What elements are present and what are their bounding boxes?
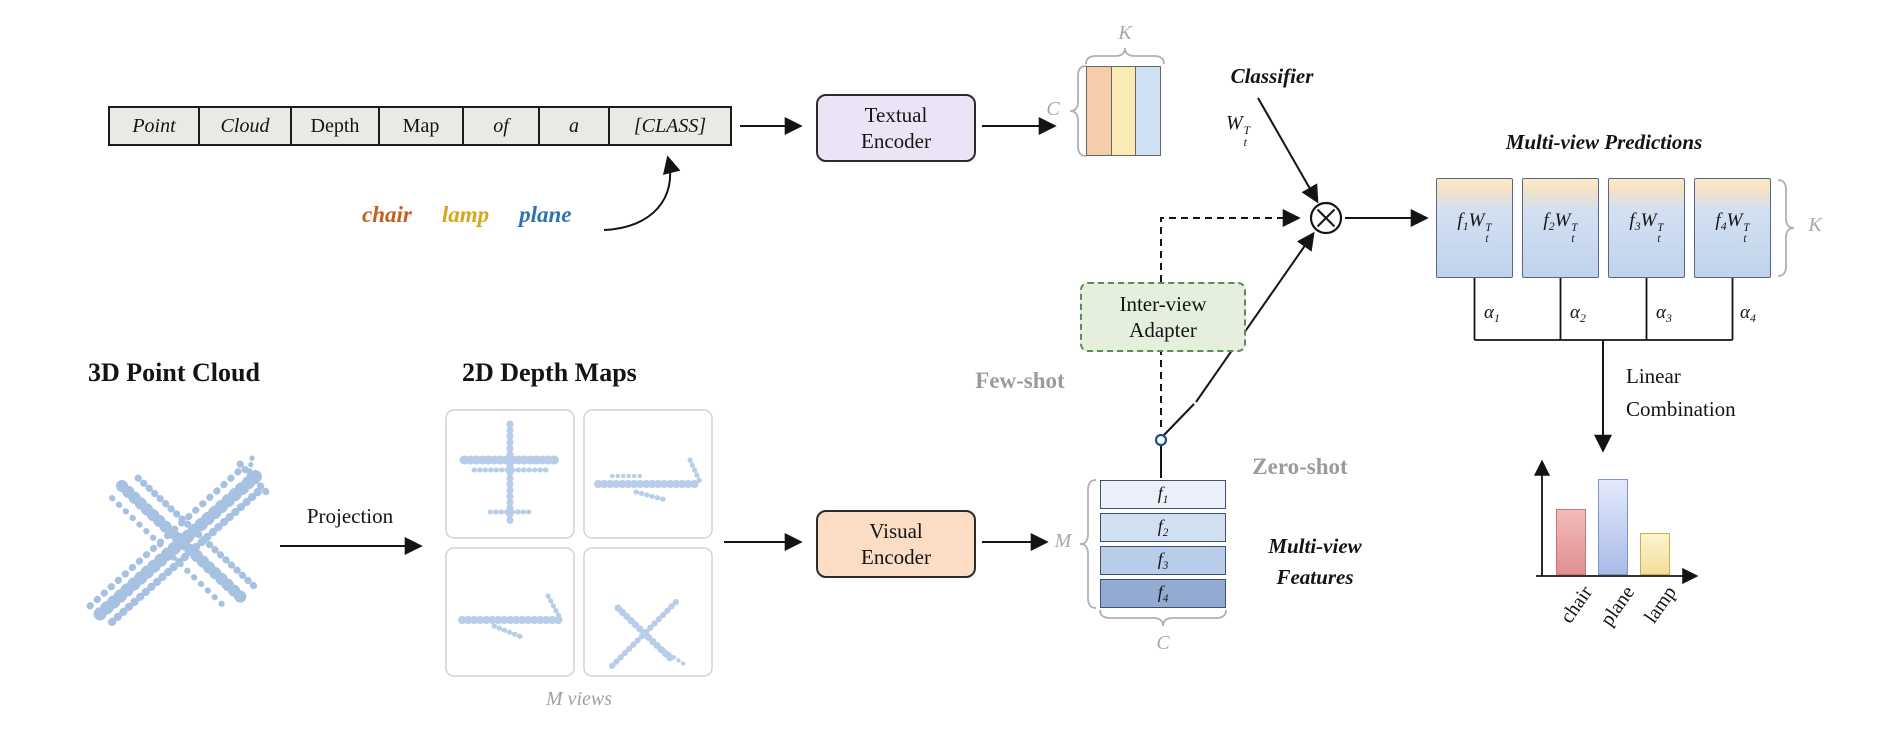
weight-bar-plane: [1135, 66, 1161, 156]
class-word-list: chair lamp plane: [362, 202, 572, 228]
class-word-chair: chair: [362, 202, 412, 227]
w-symbol: W: [1226, 112, 1243, 134]
feature-row-f1: f1: [1100, 480, 1226, 509]
textual-encoder-box: Textual Encoder: [816, 94, 976, 162]
alpha-1: α1: [1484, 302, 1500, 326]
alpha-3: α3: [1656, 302, 1672, 326]
weight-bar-lamp: [1110, 66, 1137, 156]
visual-encoder-label: Encoder: [861, 545, 931, 569]
point-cloud-image: [86, 455, 272, 626]
weight-bar-chair: [1086, 66, 1112, 156]
m-views-label: M views: [545, 688, 613, 710]
projection-label: Projection: [306, 504, 394, 528]
classifier-label: Classifier: [1230, 64, 1314, 88]
depth-map-tile-4: [583, 547, 713, 677]
prompt-template: Point Cloud Depth Map of a [CLASS]: [108, 106, 732, 146]
w-sup: T: [1243, 124, 1251, 138]
class-word-plane: plane: [519, 202, 572, 227]
classifier-weight-bars: [1086, 66, 1161, 156]
depth-map-tiles: [445, 409, 713, 677]
chart-bar-plane: [1598, 479, 1628, 575]
alpha-2: α2: [1570, 302, 1586, 326]
heading-3d-point-cloud: 3D Point Cloud: [88, 358, 260, 387]
alpha-4: α4: [1740, 302, 1756, 326]
prompt-cell: a: [538, 108, 608, 144]
dim-label-k: K: [1118, 22, 1132, 44]
prompt-cell: of: [462, 108, 538, 144]
few-shot-label: Few-shot: [975, 368, 1065, 393]
switch-icon: [1154, 403, 1195, 478]
alpha-bracket: [1473, 278, 1734, 341]
prompt-cell: Depth: [290, 108, 378, 144]
multi-view-predictions-title: Multi-view Predictions: [1505, 130, 1703, 154]
brace-k-right: [1777, 179, 1795, 277]
chart-bar-lamp: [1640, 533, 1670, 575]
dim-label-m: M: [1054, 530, 1072, 552]
few-shot-path: [1160, 209, 1301, 432]
matmul-otimes-icon: [1309, 201, 1343, 235]
textual-encoder-label: Encoder: [861, 129, 931, 153]
dim-label-c: C: [1046, 98, 1060, 120]
chart-bar-chair: [1556, 509, 1586, 575]
depth-map-tile-3: [445, 547, 575, 677]
heading-2d-depth-maps: 2D Depth Maps: [462, 358, 637, 387]
arrow-classifier-to-matmul: [1257, 97, 1319, 204]
adapter-label: Inter-view: [1119, 291, 1207, 316]
mini-chart-axes: [1533, 459, 1699, 585]
multi-view-feature-stack: f1 f2 f3 f4: [1100, 480, 1226, 612]
w-sub: t: [1243, 136, 1247, 150]
prompt-cell: Map: [378, 108, 462, 144]
prompt-cell-class: [CLASS]: [608, 108, 730, 144]
brace-c-bottom: [1099, 609, 1227, 627]
textual-encoder-label: Textual: [864, 102, 928, 127]
dim-label-k-right: K: [1808, 214, 1822, 236]
visual-encoder-box: Visual Encoder: [816, 510, 976, 578]
brace-c-left: [1069, 65, 1087, 157]
class-word-lamp: lamp: [441, 202, 490, 227]
arrow-class-to-prompt: [603, 155, 681, 231]
dim-label-c-bottom: C: [1156, 632, 1170, 654]
brace-k-top: [1085, 47, 1165, 65]
linear-combination-label: Linear Combination: [1626, 364, 1736, 421]
feature-row-f2: f2: [1100, 513, 1226, 542]
arrows: [280, 97, 1612, 555]
arrow-zero-shot-to-matmul: [1195, 231, 1315, 403]
zero-shot-label: Zero-shot: [1252, 454, 1348, 479]
depth-map-tile-2: [583, 409, 713, 539]
multi-view-features-caption: Multi-view Features: [1268, 534, 1362, 589]
adapter-label: Adapter: [1129, 318, 1197, 342]
prompt-cell: Cloud: [198, 108, 290, 144]
inter-view-adapter-box: Inter-view Adapter: [1080, 282, 1246, 352]
feature-row-f3: f3: [1100, 546, 1226, 575]
feature-row-f4: f4: [1100, 579, 1226, 608]
prompt-cell: Point: [132, 114, 176, 137]
visual-encoder-label: Visual: [869, 518, 923, 543]
brace-m-left: [1079, 479, 1097, 609]
dashed-adapter-to-matmul: [1160, 209, 1301, 282]
